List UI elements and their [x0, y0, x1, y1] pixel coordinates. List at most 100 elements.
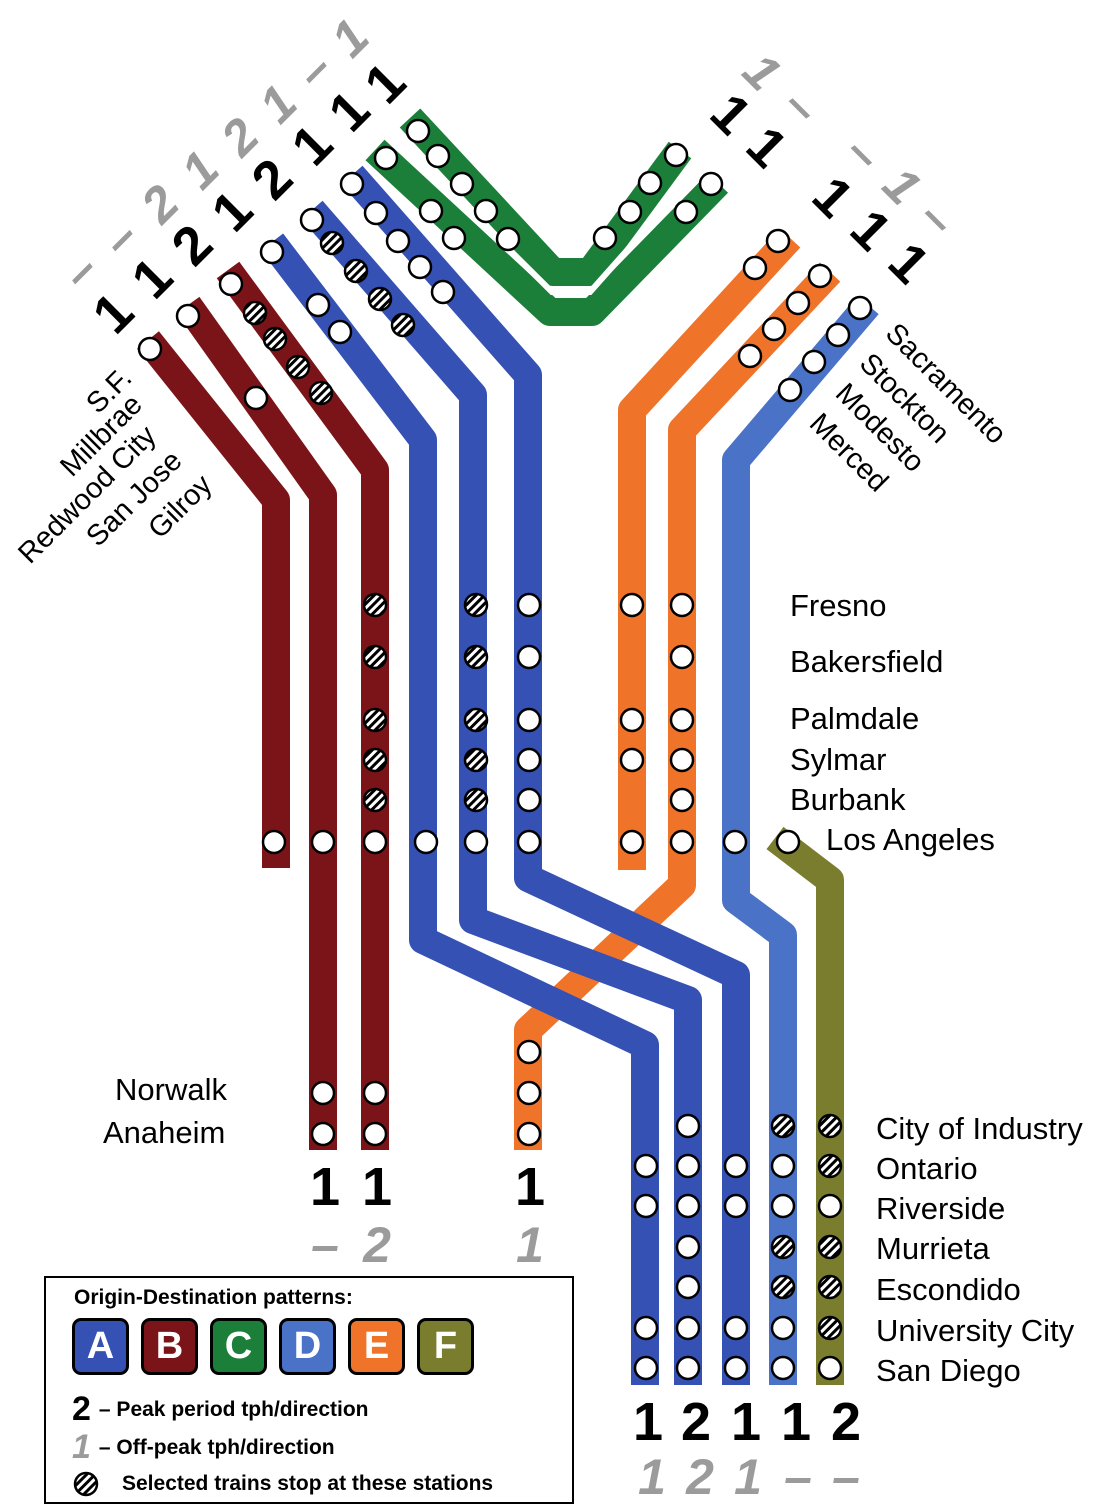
- station-stop-marker: [737, 343, 763, 369]
- route-b-millbrae: [176, 296, 337, 1150]
- station-label-bakersfield: Bakersfield: [790, 644, 943, 679]
- selected-stop-marker: [463, 592, 489, 618]
- station-stop-marker: [405, 118, 431, 144]
- legend-peak-text: – Peak period tph/direction: [98, 1397, 369, 1421]
- freq-peak: 2: [831, 1392, 861, 1452]
- station-stop-marker: [407, 254, 433, 280]
- station-label-city-of-industry: City of Industry: [876, 1111, 1083, 1146]
- station-stop-marker: [723, 1193, 749, 1219]
- selected-stop-marker: [319, 230, 345, 256]
- station-stop-marker: [619, 829, 645, 855]
- freq-peak: 2: [681, 1392, 711, 1452]
- station-stop-marker: [847, 295, 873, 321]
- station-label-anaheim: Anaheim: [103, 1115, 225, 1150]
- trunk-station-labels: Fresno Bakersfield Palmdale Sylmar Burba…: [790, 588, 995, 857]
- station-stop-marker: [669, 592, 695, 618]
- station-stop-marker: [675, 1193, 701, 1219]
- station-stop-marker: [473, 198, 499, 224]
- station-stop-marker: [675, 1113, 701, 1139]
- selected-stop-marker: [817, 1274, 843, 1300]
- station-label-burbank: Burbank: [790, 782, 906, 817]
- south-east-station-labels: City of Industry Ontario Riverside Murri…: [876, 1111, 1083, 1388]
- station-stop-marker: [669, 747, 695, 773]
- station-stop-marker: [363, 200, 389, 226]
- station-stop-marker: [516, 707, 542, 733]
- station-stop-marker: [463, 829, 489, 855]
- selected-stop-marker: [262, 326, 288, 352]
- station-stop-marker: [619, 592, 645, 618]
- legend-pattern-badges: A B C D E F: [72, 1318, 474, 1375]
- station-stop-marker: [722, 829, 748, 855]
- station-stop-marker: [310, 829, 336, 855]
- route-c-separator: [389, 130, 703, 295]
- station-stop-marker: [742, 255, 768, 281]
- legend-peak-row: 2 – Peak period tph/direction: [72, 1390, 368, 1429]
- station-stop-marker: [673, 199, 699, 225]
- legend-selected-row: Selected trains stop at these stations: [72, 1470, 493, 1498]
- station-stop-marker: [669, 829, 695, 855]
- station-stop-marker: [137, 336, 163, 362]
- freq-offpeak: 1: [638, 1449, 666, 1500]
- station-label-palmdale: Palmdale: [790, 701, 919, 736]
- station-stop-marker: [637, 170, 663, 196]
- legend-offpeak-num: 1: [72, 1428, 91, 1466]
- station-stop-marker: [339, 171, 365, 197]
- selected-stop-marker: [390, 312, 416, 338]
- station-stop-marker: [770, 1315, 796, 1341]
- station-stop-marker: [175, 303, 201, 329]
- freq-peak: 1: [633, 1392, 663, 1452]
- station-stop-marker: [825, 322, 851, 348]
- station-stop-marker: [770, 1193, 796, 1219]
- station-stop-marker: [723, 1355, 749, 1381]
- station-stops: [137, 118, 873, 1381]
- selected-stop-marker: [817, 1234, 843, 1260]
- north-east-frequencies: 1 1 1 1 1 1 – – 1 –: [699, 42, 968, 295]
- legend-selected-text: Selected trains stop at these stations: [122, 1472, 494, 1495]
- station-label-escondido: Escondido: [876, 1272, 1021, 1307]
- selected-stop-marker: [770, 1234, 796, 1260]
- selected-stop-marker: [362, 707, 388, 733]
- station-stop-marker: [299, 207, 325, 233]
- legend-title: Origin-Destination patterns:: [74, 1286, 353, 1309]
- station-stop-marker: [413, 829, 439, 855]
- station-stop-marker: [761, 316, 787, 342]
- station-stop-marker: [259, 239, 285, 265]
- station-stop-marker: [663, 142, 689, 168]
- station-stop-marker: [516, 592, 542, 618]
- selected-stop-marker: [463, 707, 489, 733]
- selected-stop-marker: [362, 747, 388, 773]
- station-stop-marker: [430, 279, 456, 305]
- station-stop-marker: [495, 226, 521, 252]
- station-stop-marker: [425, 143, 451, 169]
- station-label-university-city: University City: [876, 1313, 1075, 1348]
- station-stop-marker: [777, 377, 803, 403]
- selected-stop-marker: [817, 1113, 843, 1139]
- selected-stop-marker: [770, 1274, 796, 1300]
- selected-stop-marker: [463, 787, 489, 813]
- station-stop-marker: [592, 225, 618, 251]
- pattern-d-badge: D: [279, 1318, 336, 1375]
- selected-stop-marker: [308, 380, 334, 406]
- pattern-e-badge: E: [348, 1318, 405, 1375]
- selected-stop-marker: [362, 592, 388, 618]
- station-stop-marker: [723, 1315, 749, 1341]
- legend-offpeak-text: – Off-peak tph/direction: [98, 1435, 335, 1459]
- pattern-c-badge: C: [210, 1318, 267, 1375]
- freq-offpeak: 2: [685, 1449, 714, 1500]
- station-stop-marker: [243, 385, 269, 411]
- pattern-f-badge: F: [417, 1318, 474, 1375]
- station-stop-marker: [516, 829, 542, 855]
- station-stop-marker: [617, 199, 643, 225]
- station-label-murrieta: Murrieta: [876, 1231, 990, 1266]
- station-label-norwalk: Norwalk: [115, 1072, 227, 1107]
- station-label-los-angeles: Los Angeles: [826, 822, 995, 857]
- station-stop-marker: [675, 1234, 701, 1260]
- station-stop-marker: [418, 198, 444, 224]
- route-a-east: [341, 165, 750, 1385]
- station-stop-marker: [807, 263, 833, 289]
- station-stop-marker: [305, 292, 331, 318]
- station-stop-marker: [261, 829, 287, 855]
- selected-stop-marker: [343, 258, 369, 284]
- station-stop-marker: [449, 171, 475, 197]
- selected-stop-marker: [362, 644, 388, 670]
